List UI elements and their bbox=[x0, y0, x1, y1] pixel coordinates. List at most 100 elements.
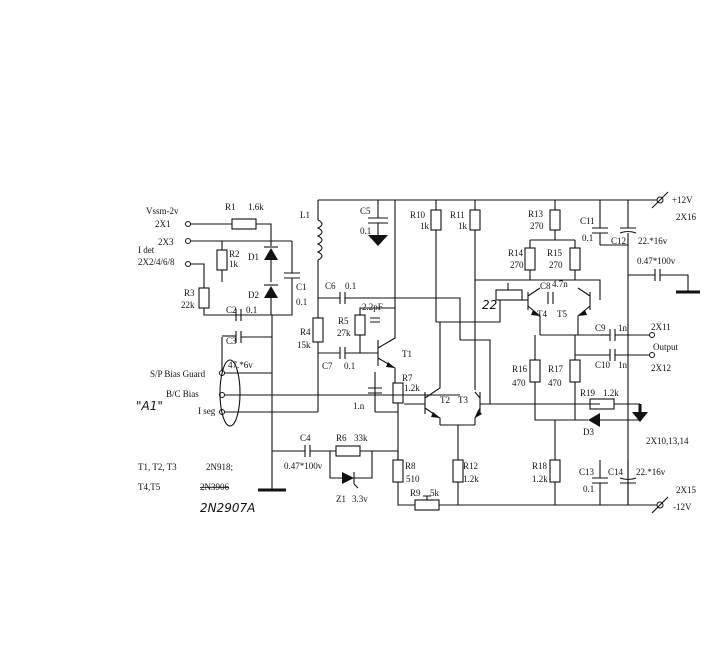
terminal-2x3[interactable] bbox=[185, 238, 191, 244]
label-c6: C6 bbox=[325, 281, 336, 291]
label-c9-val: 1n bbox=[618, 323, 628, 333]
label-idet: I det bbox=[138, 245, 155, 255]
label-c4-val: 0.47*100v bbox=[284, 461, 323, 471]
capacitor-22 bbox=[495, 289, 523, 301]
terminal-2x2468[interactable] bbox=[185, 261, 191, 267]
label-r6-val: 33k bbox=[354, 433, 368, 443]
ground-c5 bbox=[368, 235, 388, 246]
transistor-t1 bbox=[377, 200, 396, 369]
label-c14-val: 22.*16v bbox=[636, 467, 666, 477]
label-047: 0.47*100v bbox=[637, 256, 676, 266]
resistor-r16 bbox=[529, 359, 541, 383]
resistor-r12 bbox=[452, 459, 464, 483]
ground-d3 bbox=[632, 412, 648, 422]
resistor-r13 bbox=[549, 209, 561, 231]
zener-z1 bbox=[342, 472, 354, 484]
label-c11: C11 bbox=[580, 216, 595, 226]
capacitor-1n bbox=[368, 387, 382, 394]
label-t4: T4 bbox=[537, 309, 547, 319]
label-c2: C2 bbox=[226, 305, 237, 315]
label-2x12: 2X12 bbox=[651, 363, 671, 373]
label-c6-val: 0.1 bbox=[345, 281, 356, 291]
label-r17-val: 470 bbox=[548, 378, 562, 388]
terminal-output[interactable] bbox=[649, 352, 655, 358]
label-t3: T3 bbox=[458, 395, 468, 405]
label-2x15: 2X15 bbox=[676, 485, 696, 495]
label-c12: C12 bbox=[611, 236, 626, 246]
label-iseg: I seg bbox=[198, 406, 216, 416]
terminal-2x11[interactable] bbox=[649, 332, 655, 338]
label-1n: 1.n bbox=[353, 401, 365, 411]
resistor-r7 bbox=[392, 382, 404, 404]
diode-d2 bbox=[264, 286, 278, 298]
label-c9: C9 bbox=[595, 323, 606, 333]
label-r1: R1 bbox=[225, 202, 236, 212]
resistor-r6 bbox=[335, 445, 361, 457]
diff-stage bbox=[404, 200, 600, 505]
label-2x11: 2X11 bbox=[651, 322, 671, 332]
label-r5: R5 bbox=[338, 316, 349, 326]
label-r12-val: 1.2k bbox=[463, 474, 479, 484]
label-r8: R8 bbox=[405, 461, 416, 471]
label-c8: C8 bbox=[540, 281, 551, 291]
label-c5: C5 bbox=[360, 206, 371, 216]
label-c14: C14 bbox=[608, 467, 624, 477]
label-vssm: Vssm-2v bbox=[146, 206, 179, 216]
resistor-r15 bbox=[569, 247, 581, 271]
label-c7-val: 0.1 bbox=[344, 361, 355, 371]
label-r14-val: 270 bbox=[510, 260, 524, 270]
label-c1: C1 bbox=[296, 282, 307, 292]
label-r10: R10 bbox=[410, 210, 426, 220]
capacitor-c3 bbox=[235, 331, 242, 343]
label-plus12v: +12V bbox=[672, 195, 693, 205]
label-c1-val: 0.1 bbox=[296, 297, 307, 307]
resistor-r1 bbox=[231, 218, 257, 230]
label-2x2468: 2X2/4/6/8 bbox=[138, 257, 175, 267]
resistor-r8 bbox=[392, 459, 404, 483]
label-c5-val: 0.1 bbox=[360, 226, 371, 236]
capacitor-c13 bbox=[592, 477, 608, 484]
label-r18: R18 bbox=[532, 461, 548, 471]
label-r1-val: 1.6k bbox=[248, 202, 264, 212]
resistor-r10 bbox=[430, 209, 442, 231]
label-r13: R13 bbox=[528, 209, 544, 219]
label-t2: T2 bbox=[440, 395, 450, 405]
label-l1: L1 bbox=[300, 210, 310, 220]
capacitor-c6 bbox=[339, 292, 346, 304]
label-r19: R19 bbox=[580, 388, 596, 398]
label-transistor-part-2: 2N3906 bbox=[200, 482, 229, 492]
label-r2: R2 bbox=[229, 249, 240, 259]
label-2n2907a-handwritten: 2N2907A bbox=[200, 501, 255, 515]
label-d3: D3 bbox=[583, 427, 594, 437]
bias-group-ellipse bbox=[219, 359, 241, 427]
label-r7-val: 1.2k bbox=[404, 383, 420, 393]
capacitor-c10 bbox=[609, 349, 616, 361]
label-transistor-list-1: T1, T2, T3 bbox=[138, 462, 177, 472]
capacitor-c11 bbox=[592, 227, 608, 234]
label-r15: R15 bbox=[547, 248, 563, 258]
resistor-r11 bbox=[469, 209, 481, 231]
label-c4: C4 bbox=[300, 433, 311, 443]
diode-d3 bbox=[588, 413, 600, 427]
label-r3: R3 bbox=[184, 288, 195, 298]
capacitor-c8 bbox=[547, 292, 554, 304]
label-r6: R6 bbox=[336, 433, 347, 443]
resistor-r2 bbox=[216, 249, 228, 271]
label-sp-bias: S/P Bias Guard bbox=[150, 369, 206, 379]
resistor-r17 bbox=[569, 359, 581, 383]
label-t1: T1 bbox=[402, 349, 412, 359]
label-c10-val: 1n bbox=[618, 360, 628, 370]
label-r10-val: 1k bbox=[420, 221, 430, 231]
label-r8-val: 510 bbox=[406, 474, 420, 484]
label-2p2pf: 2.2pF bbox=[362, 302, 383, 312]
label-r13-val: 270 bbox=[530, 221, 544, 231]
terminal-2x1[interactable] bbox=[185, 221, 191, 227]
resistor-r14 bbox=[524, 247, 536, 271]
label-r12: R12 bbox=[463, 461, 478, 471]
label-transistor-part-1: 2N918; bbox=[206, 462, 233, 472]
label-r11-val: 1k bbox=[458, 221, 468, 231]
label-2x10: 2X10,13,14 bbox=[646, 436, 689, 446]
label-transistor-list-2: T4,T5 bbox=[138, 482, 161, 492]
label-r11: R11 bbox=[450, 210, 465, 220]
